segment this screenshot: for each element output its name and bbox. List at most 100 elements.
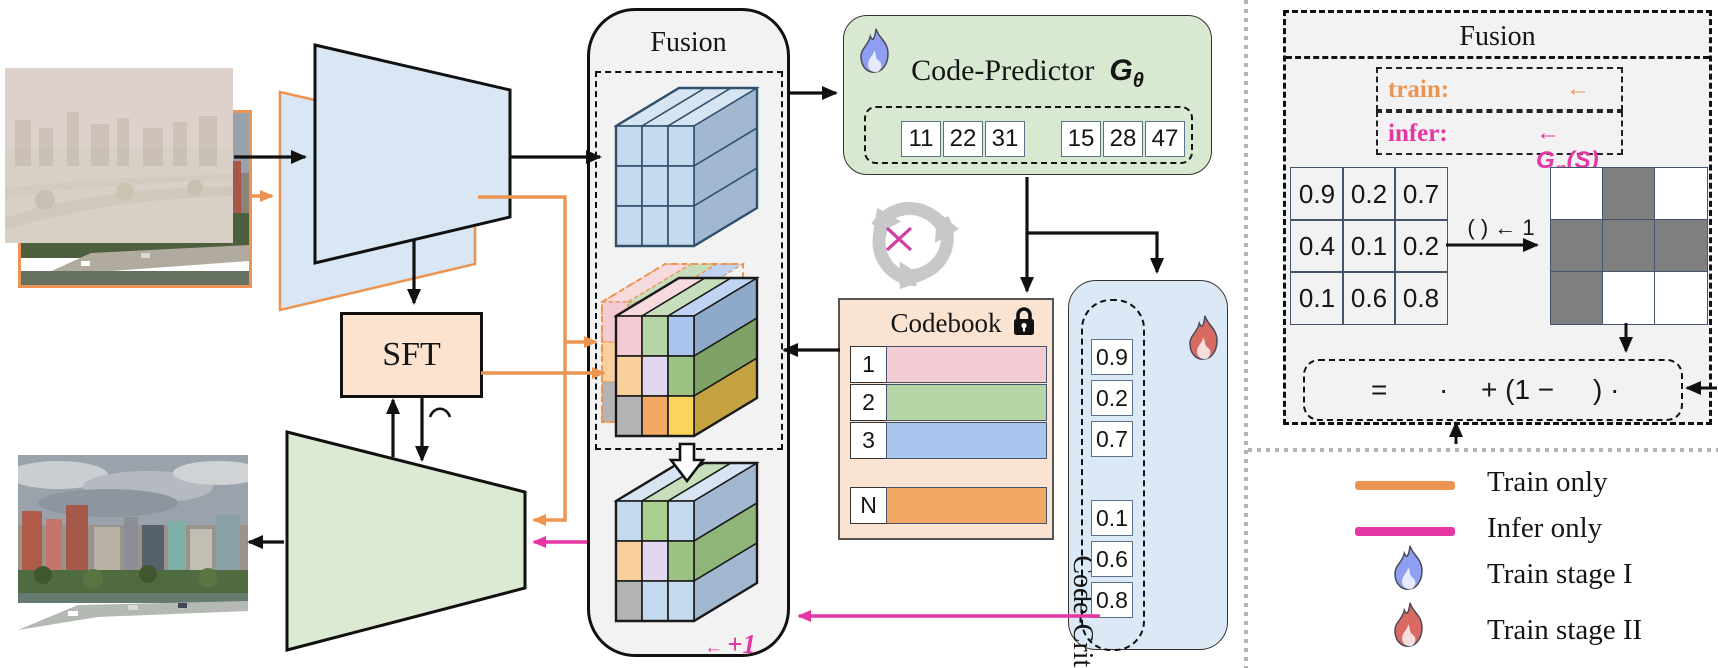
infer-only-line-icon bbox=[1355, 527, 1455, 536]
train-rule-arrow: ← bbox=[1566, 76, 1590, 102]
train-stage2-flame-icon bbox=[1187, 315, 1223, 363]
fusion-detail-panel: Fusion train: ← infer: ← Gφ(S) 0.90.20.7… bbox=[1283, 10, 1712, 425]
critic-score: 0.9 bbox=[1091, 339, 1133, 375]
critic-score: 0.2 bbox=[1091, 380, 1133, 416]
predictor-symbol: G bbox=[1109, 54, 1133, 87]
encoder-lock-icon bbox=[288, 104, 314, 138]
critic-scores-strip bbox=[1081, 299, 1145, 651]
fusion-equation-box: = · + (1 − ) · bbox=[1303, 359, 1683, 421]
critic-score: 0.8 bbox=[1091, 582, 1133, 618]
codebook-row: 3 bbox=[850, 422, 1048, 459]
flame-blue-icon bbox=[1392, 545, 1428, 593]
mask-cell bbox=[1550, 271, 1604, 325]
output-art bbox=[18, 455, 248, 630]
codebook-row: 1 bbox=[850, 346, 1048, 383]
latent-cube-quantized bbox=[599, 263, 760, 438]
matrix-cell: 0.6 bbox=[1342, 271, 1396, 325]
matrix-cell: 0.1 bbox=[1342, 219, 1396, 273]
detail-title-divider bbox=[1286, 56, 1709, 59]
matrix-cell: 0.4 bbox=[1290, 219, 1344, 273]
threshold-label: ( ) ← 1 bbox=[1467, 215, 1535, 240]
mask-cell bbox=[1602, 219, 1656, 273]
codebook-index: N bbox=[850, 487, 887, 524]
eq-dot1: · bbox=[1439, 374, 1449, 405]
horizontal-separator bbox=[1248, 448, 1718, 452]
step-arrow: ← bbox=[704, 637, 724, 658]
train-only-line-icon bbox=[1355, 481, 1455, 490]
legend-label: Train stage I bbox=[1487, 558, 1633, 590]
hat-symbol bbox=[428, 407, 452, 418]
codebook-lock-icon bbox=[1012, 306, 1036, 338]
matrix-cell: 0.2 bbox=[1342, 167, 1396, 221]
no-cycle-cross-icon bbox=[885, 226, 913, 252]
code-token: 31 bbox=[985, 121, 1025, 157]
eq-one-minus: + (1 − bbox=[1481, 374, 1555, 405]
cycle-arrows bbox=[871, 201, 959, 290]
iteration-step-text: ← +1 bbox=[640, 629, 756, 660]
codebook-title-text: Codebook bbox=[890, 308, 1002, 338]
codebook-entry-bar bbox=[886, 346, 1047, 383]
code-token: 47 bbox=[1145, 121, 1185, 157]
codebook-entry-bar bbox=[886, 422, 1047, 459]
mask-cell bbox=[1602, 271, 1656, 325]
fusion-title: Fusion bbox=[650, 27, 727, 58]
critic-score: 0.1 bbox=[1091, 500, 1133, 536]
code-predictor-title: Code-Predictor Gθ bbox=[844, 54, 1211, 93]
code-critic-box: Code-Critic Gφ 0.90.20.70.10.60.8 bbox=[1067, 280, 1228, 668]
code-token: 22 bbox=[943, 121, 983, 157]
fusion-module-panel: Fusion ← +1 bbox=[587, 8, 790, 660]
encoder-label: Encoder bbox=[358, 124, 462, 159]
eq-close-dot: ) · bbox=[1593, 374, 1620, 405]
codebook-index: 1 bbox=[850, 346, 887, 383]
hazy-input-art bbox=[5, 68, 233, 243]
codebook-row: N bbox=[850, 487, 1048, 524]
eq-equals: = bbox=[1371, 374, 1388, 405]
codebook-entry-bar bbox=[886, 384, 1047, 421]
matrix-cell: 0.1 bbox=[1290, 271, 1344, 325]
arrow-predictor-to-critic bbox=[1027, 231, 1164, 274]
mask-cell bbox=[1550, 167, 1604, 221]
step-value: +1 bbox=[727, 629, 756, 659]
matrix-cell: 0.9 bbox=[1290, 167, 1344, 221]
latent-cube-fused bbox=[613, 461, 760, 623]
decoder-lock-icon bbox=[301, 453, 327, 487]
matrix-cell: 0.7 bbox=[1394, 167, 1448, 221]
matrix-cell: 0.8 bbox=[1394, 271, 1448, 325]
legend-label: Train only bbox=[1487, 466, 1608, 498]
mask-grid bbox=[1550, 167, 1708, 325]
matrix-cell: 0.2 bbox=[1394, 219, 1448, 273]
mask-cell bbox=[1550, 219, 1604, 273]
critic-score: 0.7 bbox=[1091, 421, 1133, 457]
mask-cell bbox=[1654, 167, 1708, 221]
fusion-detail-title: Fusion bbox=[1459, 21, 1536, 52]
mask-cell bbox=[1654, 219, 1708, 273]
codebook-title: Codebook bbox=[840, 308, 1052, 339]
infer-expr-g: G bbox=[1536, 147, 1555, 174]
sft-block: SFT bbox=[340, 312, 483, 398]
iteration-cycle-icon bbox=[871, 201, 959, 290]
train-label: train: bbox=[1388, 76, 1450, 103]
sft-label: SFT bbox=[382, 336, 441, 373]
code-token: 11 bbox=[901, 121, 941, 157]
predictor-symbol-sub: θ bbox=[1132, 70, 1144, 92]
code-token: 28 bbox=[1103, 121, 1143, 157]
codebook-entry-bar bbox=[886, 487, 1047, 524]
codebook-index: 3 bbox=[850, 422, 887, 459]
codebook-index: 2 bbox=[850, 384, 887, 421]
critic-score: 0.6 bbox=[1091, 541, 1133, 577]
train-rule-box: train: ← bbox=[1376, 67, 1623, 111]
vertical-separator bbox=[1244, 0, 1248, 668]
decoder-label: Decoder bbox=[347, 508, 453, 543]
latent-cube-encoded bbox=[613, 86, 760, 248]
hazy-input-image bbox=[5, 68, 233, 243]
train-stage1-flame-icon bbox=[858, 28, 894, 76]
code-predictor-title-text: Code-Predictor bbox=[911, 54, 1095, 87]
code-token: 15 bbox=[1061, 121, 1101, 157]
legend-label: Train stage II bbox=[1487, 614, 1643, 646]
